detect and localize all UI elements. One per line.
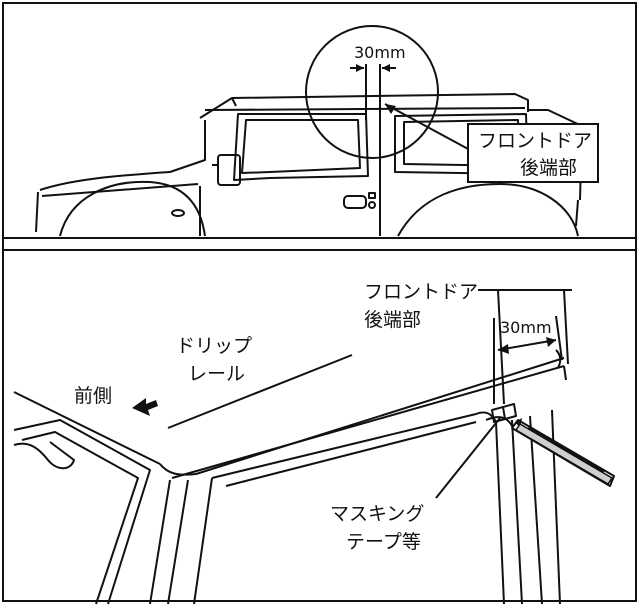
pen-body — [514, 422, 614, 486]
front-direction-arrow — [132, 398, 158, 416]
bottom-door-label-line2: 後端部 — [364, 309, 421, 331]
tape-label-line1: マスキング — [330, 503, 424, 525]
diagram-border — [2, 2, 637, 602]
bottom-dim-arrow-left — [498, 344, 509, 354]
dim-arrow-left — [356, 64, 364, 72]
bottom-door-label-line1: フロントドア — [364, 281, 478, 303]
top-callout-line1: フロントドア — [478, 130, 592, 152]
bottom-dimension-label: 30mm — [500, 318, 552, 337]
bottom-roof-drawing — [13, 289, 615, 605]
drip-rail-label-line1: ドリップ — [176, 335, 252, 357]
drip-rail-label-line2: レール — [188, 363, 245, 385]
tape-label-line2: テープ等 — [346, 531, 421, 553]
top-dimension-label: 30mm — [354, 43, 406, 62]
bottom-dim-arrow-right — [546, 337, 556, 347]
callout-arrowhead — [385, 104, 396, 114]
top-callout-line2: 後端部 — [520, 157, 577, 179]
front-side-label: 前側 — [74, 385, 112, 407]
dim-arrow-right — [382, 64, 390, 72]
callout-box — [467, 123, 599, 183]
